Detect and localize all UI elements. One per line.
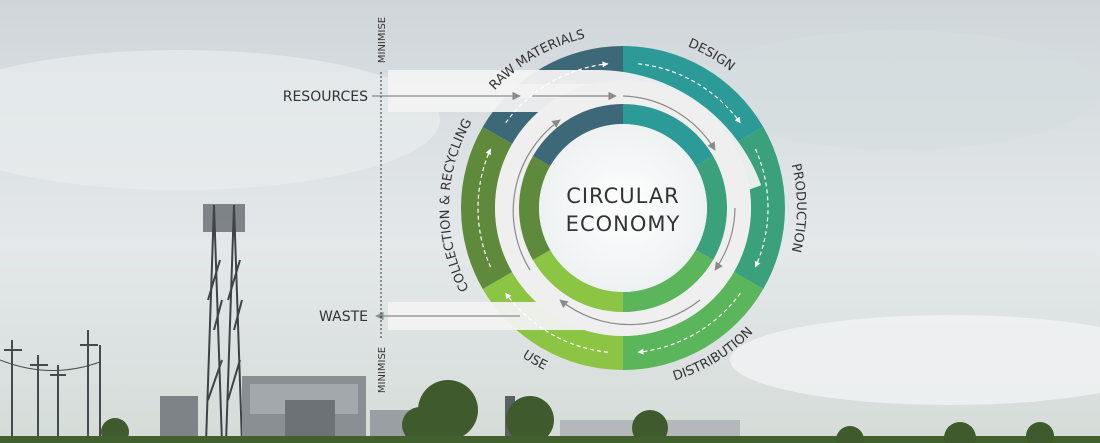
minimise-bottom-label: MINIMISE <box>377 347 388 393</box>
collection-recycling-inner-segment <box>519 156 551 260</box>
distribution-inner-segment <box>623 250 714 312</box>
resources-label: RESOURCES <box>283 89 368 105</box>
design-inner-segment <box>623 104 714 166</box>
cell-tower-icon <box>203 204 245 443</box>
minimise-top-label: MINIMISE <box>377 17 388 63</box>
design-dashed-arrow <box>638 63 741 124</box>
production-label: PRODUCTION <box>788 162 808 254</box>
production-inner-segment <box>695 156 728 260</box>
production-dashed-arrow <box>754 148 769 268</box>
collection-recycling-segment <box>461 127 513 289</box>
waste-label: WASTE <box>319 309 368 325</box>
utility-poles-icon <box>0 330 101 443</box>
raw-materials-dashed-arrow <box>505 61 609 124</box>
center-title-line2: ECONOMY <box>566 212 681 236</box>
trees-icon <box>0 380 1100 443</box>
raw-materials-inner-segment <box>532 104 623 166</box>
distribution-segment <box>623 272 764 370</box>
design-segment <box>623 46 764 144</box>
use-inner-segment <box>532 250 623 312</box>
distribution-dashed-arrow <box>637 292 741 355</box>
inner-stage-ring <box>519 104 728 312</box>
center-disc <box>539 124 707 292</box>
collection-recycling-dashed-arrow <box>477 148 492 268</box>
stage-flow-arrows <box>477 61 769 355</box>
center-title-line1: CIRCULAR <box>566 184 680 208</box>
flow-band <box>372 70 762 336</box>
use-dashed-arrow <box>505 292 608 353</box>
